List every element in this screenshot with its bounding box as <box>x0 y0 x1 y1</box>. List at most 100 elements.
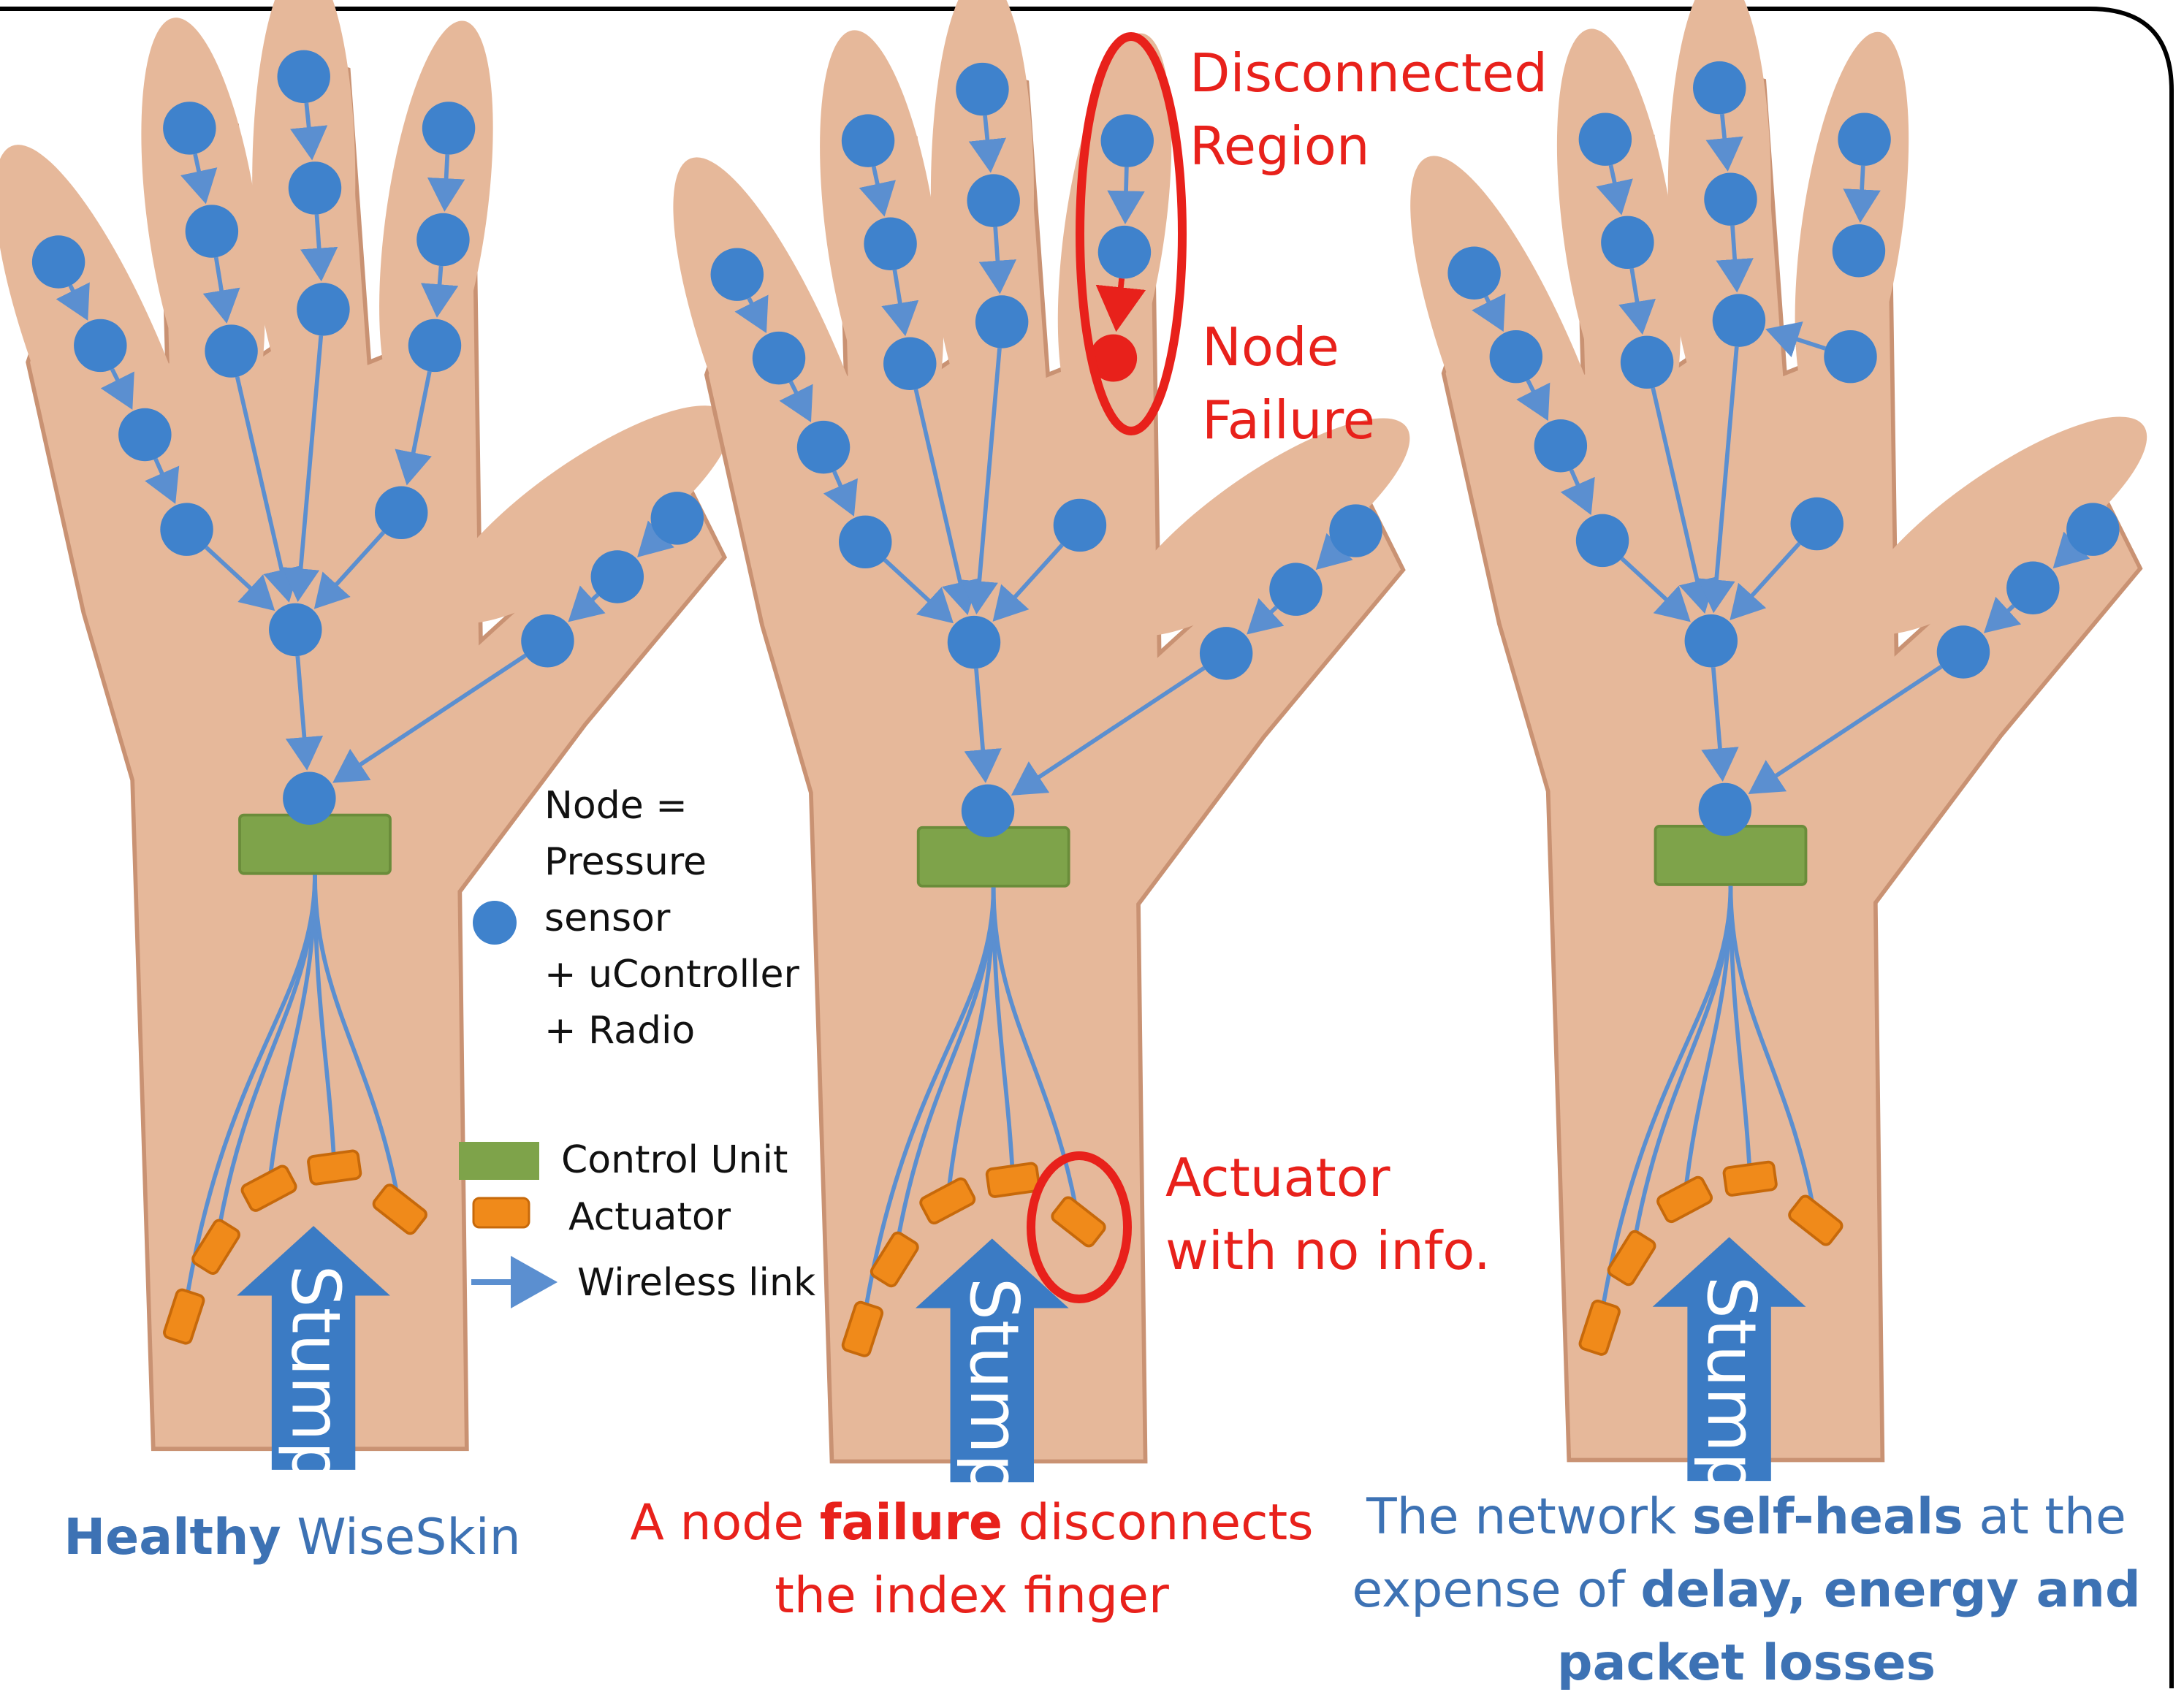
sensor-node <box>956 63 1008 115</box>
sensor-node <box>186 205 238 257</box>
sensor-node <box>1833 224 1885 277</box>
legend-node-line: + Radio <box>544 1003 799 1059</box>
sensor-node <box>118 408 171 461</box>
sensor-node <box>416 213 469 266</box>
sensor-node <box>269 603 321 656</box>
node-failure-label: Node Failure <box>1202 310 1375 457</box>
sensor-node <box>2006 562 2059 614</box>
sensor-node <box>1693 61 1746 114</box>
sensor-node <box>1838 113 1890 165</box>
sensor-node <box>1329 504 1382 557</box>
disconnected-region-line: Region <box>1190 110 1548 183</box>
caption-heal-line1: The network self-heals at the <box>1330 1481 2163 1554</box>
sensor-node <box>967 174 1019 226</box>
stump-label: Stump <box>1692 1276 1770 1495</box>
sensor-node <box>277 50 330 103</box>
sensor-node <box>948 616 1000 668</box>
sensor-node <box>1447 247 1500 300</box>
caption-healthy-rest: WiseSkin <box>281 1509 521 1566</box>
disconnected-region-line: Disconnected <box>1190 37 1548 110</box>
sensor-node <box>297 283 349 335</box>
sensor-node <box>651 492 704 544</box>
caption-self-heal: The network self-heals at the expense of… <box>1330 1481 2163 1700</box>
sensor-node <box>1054 499 1106 552</box>
sensor-node <box>1713 294 1765 346</box>
sensor-node <box>1098 226 1151 278</box>
caption-heal-post: at the <box>1963 1488 2126 1546</box>
sensor-node <box>1621 336 1673 389</box>
legend-node-icon <box>473 901 517 945</box>
actuator <box>986 1163 1040 1197</box>
sensor-node <box>74 319 126 372</box>
actuator <box>308 1150 361 1184</box>
caption-heal-pre: The network <box>1366 1488 1692 1546</box>
sensor-node <box>1579 113 1632 165</box>
sensor-node <box>797 421 850 473</box>
caption-failure-post: disconnects <box>1002 1494 1314 1552</box>
legend-node-line: sensor <box>544 891 799 947</box>
sensor-node <box>839 516 891 568</box>
sensor-node <box>408 319 461 372</box>
actuator <box>1724 1162 1777 1196</box>
sensor-node <box>163 102 216 154</box>
legend-node-line: Pressure <box>544 834 799 891</box>
node-failure-line: Node <box>1202 310 1375 384</box>
sensor-node <box>753 332 805 384</box>
caption-healthy-bold: Healthy <box>64 1509 281 1566</box>
sensor-node <box>521 614 574 667</box>
sensor-node <box>1490 330 1542 383</box>
legend-actuator-label: Actuator <box>568 1189 731 1246</box>
sensor-node <box>1534 419 1587 472</box>
caption-failure-bold: failure <box>820 1494 1002 1552</box>
sensor-node <box>883 337 936 389</box>
sensor-node <box>1937 625 1990 678</box>
legend-wireless-link-label: Wireless link <box>577 1255 815 1311</box>
sensor-node <box>2066 503 2119 555</box>
sensor-node <box>1704 172 1757 225</box>
sensor-node <box>160 503 213 555</box>
caption-heal-bold3: packet losses <box>1557 1634 1936 1692</box>
caption-heal-line3: packet losses <box>1330 1627 2163 1700</box>
caption-heal-bold2: delay, energy and <box>1640 1561 2140 1619</box>
legend-control-unit-icon <box>459 1142 539 1180</box>
node-failure-line: Failure <box>1202 384 1375 457</box>
sensor-node <box>1269 563 1322 615</box>
sensor-node <box>591 550 644 603</box>
actuator-no-info-label: Actuator with no info. <box>1165 1141 1491 1287</box>
caption-healthy: Healthy WiseSkin <box>29 1501 555 1574</box>
legend-control-unit-label: Control Unit <box>561 1132 788 1189</box>
legend-actuator-icon <box>473 1198 529 1227</box>
sensor-node <box>1601 216 1654 269</box>
sensor-node <box>375 487 427 539</box>
wireless-link <box>1860 166 1863 219</box>
caption-heal-pre2: expense of <box>1352 1561 1640 1619</box>
caption-heal-line2: expense of delay, energy and <box>1330 1554 2163 1627</box>
actuator-no-info-line: Actuator <box>1165 1141 1491 1214</box>
caption-node-failure: A node failure disconnects the index fin… <box>606 1487 1337 1633</box>
disconnected-region-label: Disconnected Region <box>1190 37 1548 183</box>
hand-silhouette <box>1444 60 2141 1460</box>
sensor-node <box>32 235 85 288</box>
sensor-node <box>842 114 894 167</box>
legend-node-line: Node = <box>544 778 799 834</box>
sensor-node <box>422 102 475 154</box>
sensor-node <box>1699 783 1751 836</box>
caption-failure-line2: the index finger <box>606 1560 1337 1633</box>
caption-failure-line1: A node failure disconnects <box>606 1487 1337 1560</box>
sensor-node <box>1685 614 1738 667</box>
actuator-no-info-line: with no info. <box>1165 1214 1491 1287</box>
sensor-node <box>1576 514 1629 567</box>
wireless-link <box>445 155 448 208</box>
sensor-node <box>711 248 764 300</box>
legend-node-line: + uController <box>544 947 799 1003</box>
sensor-node <box>283 771 335 824</box>
caption-heal-bold: self-heals <box>1692 1488 1963 1546</box>
stump-label: Stump <box>955 1278 1033 1496</box>
caption-failure-pre: A node <box>630 1494 819 1552</box>
stump-label: Stump <box>276 1265 354 1484</box>
sensor-node <box>1790 498 1843 550</box>
sensor-node <box>864 217 916 270</box>
sensor-node <box>975 295 1028 348</box>
sensor-node <box>1824 330 1876 383</box>
